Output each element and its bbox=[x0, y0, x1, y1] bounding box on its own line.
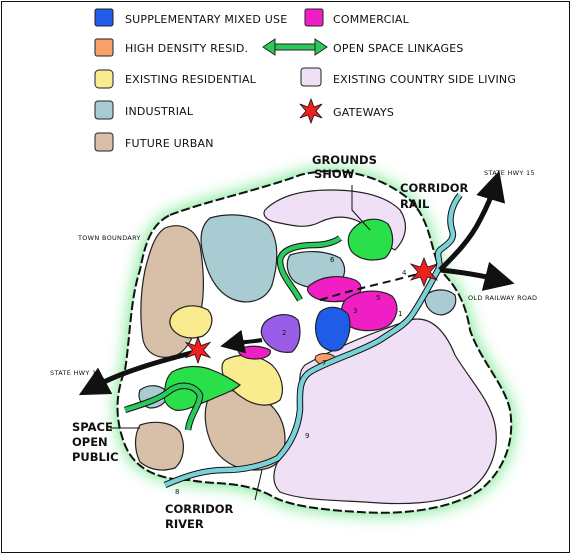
zone-industrial-1 bbox=[200, 214, 278, 303]
zone-number: 4 bbox=[402, 269, 407, 277]
state-hwy-16-road bbox=[78, 349, 196, 396]
open-space-linkage-south-fill bbox=[124, 383, 203, 431]
legend-swatch-high-density-resid bbox=[94, 38, 114, 57]
state-hwy-15-road bbox=[438, 170, 506, 272]
zone-number: 9 bbox=[305, 432, 309, 440]
river-corridor-label-line1: RIVER bbox=[165, 517, 204, 531]
state-hwy-16-label: STATE HWY 16 bbox=[50, 369, 101, 377]
rail-corridor-label-line1: RAIL bbox=[400, 197, 430, 211]
zone-existing-residential-1 bbox=[169, 305, 213, 339]
zone-mixed-purple bbox=[260, 314, 301, 353]
legend-label-supplementary-mixed-use: SUPPLEMENTARY MIXED USE bbox=[125, 13, 287, 26]
gateway-west-icon bbox=[184, 335, 212, 365]
open-space-linkage-icon bbox=[262, 38, 328, 56]
zone-future-urban-south-2 bbox=[134, 421, 185, 471]
legend-swatch-supplementary-mixed-use bbox=[94, 8, 114, 27]
legend-label-commercial: COMMERCIAL bbox=[333, 13, 410, 26]
rail-corridor-label-line2: CORRIDOR bbox=[400, 181, 469, 195]
old-railway-road-label: OLD RAILWAY ROAD bbox=[468, 294, 537, 302]
show-grounds-pointer bbox=[351, 185, 371, 231]
gateway-east-icon bbox=[409, 256, 439, 288]
legend-label-high-density-resid: HIGH DENSITY RESID. bbox=[125, 42, 248, 55]
public-open-space-label-line2: OPEN bbox=[72, 435, 108, 449]
legend-label-gateways: GATEWAYS bbox=[333, 106, 394, 119]
river-corridor-fill bbox=[164, 193, 462, 488]
zone-show-grounds bbox=[347, 218, 394, 261]
legend-label-existing-residential: EXISTING RESIDENTIAL bbox=[125, 73, 257, 86]
public-open-space-label-line1: PUBLIC bbox=[72, 450, 119, 464]
legend-label-future-urban: FUTURE URBAN bbox=[125, 137, 214, 150]
zone-number: 1 bbox=[398, 310, 402, 318]
public-open-space-label-line3: SPACE bbox=[72, 420, 113, 434]
zone-number: 5 bbox=[376, 294, 380, 302]
zone-number: 6 bbox=[330, 256, 335, 264]
old-railway-road bbox=[439, 261, 515, 291]
legend-swatch-commercial bbox=[304, 8, 324, 27]
zone-number: 8 bbox=[175, 488, 179, 496]
legend: SUPPLEMENTARY MIXED USE COMMERCIAL HIGH … bbox=[94, 8, 516, 152]
legend-swatch-industrial bbox=[94, 100, 114, 120]
legend-swatch-existing-residential bbox=[94, 69, 114, 89]
zone-number: 7 bbox=[322, 359, 326, 367]
zone-number: 2 bbox=[282, 329, 286, 337]
zone-supplementary-mixed-use bbox=[314, 306, 351, 352]
legend-swatch-country-side-living bbox=[300, 67, 322, 87]
legend-label-country-side-living: EXISTING COUNTRY SIDE LIVING bbox=[333, 73, 516, 86]
legend-label-industrial: INDUSTRIAL bbox=[125, 105, 194, 118]
town-boundary-label: TOWN BOUNDARY bbox=[77, 234, 141, 242]
zone-commercial-3 bbox=[237, 345, 271, 360]
zone-public-open-space bbox=[163, 365, 242, 411]
map-area: SHOW GROUNDS RAIL CORRIDOR STATE HWY 15 … bbox=[50, 153, 537, 531]
river-corridor-pointer bbox=[254, 469, 263, 501]
legend-label-open-space-linkages: OPEN SPACE LINKAGES bbox=[333, 42, 464, 55]
legend-swatch-future-urban bbox=[94, 132, 114, 152]
central-link-arrow bbox=[220, 329, 263, 354]
state-hwy-15-label: STATE HWY 15 bbox=[484, 169, 535, 177]
river-corridor-label-line2: CORRIDOR bbox=[165, 502, 234, 516]
open-space-linkage-north-fill bbox=[277, 236, 342, 302]
gateway-star-icon bbox=[299, 97, 323, 125]
show-grounds-label-line2: GROUNDS bbox=[312, 153, 377, 167]
zone-number: 3 bbox=[353, 307, 357, 315]
zone-industrial-3 bbox=[424, 289, 457, 316]
show-grounds-label-line1: SHOW bbox=[314, 167, 355, 181]
zone-existing-residential-2 bbox=[221, 354, 283, 406]
